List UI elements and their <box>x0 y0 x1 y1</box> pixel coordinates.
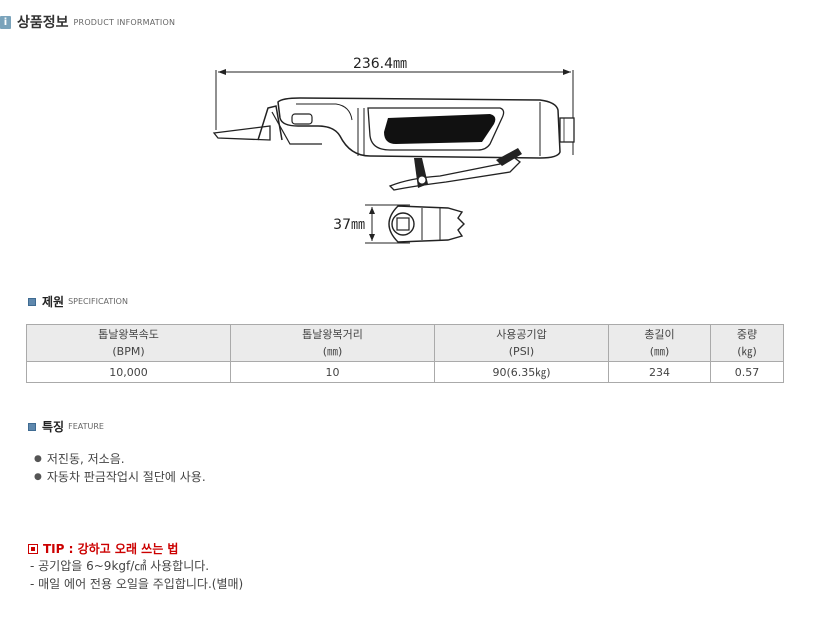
spec-header-cell: 톱날왕복속도 (BPM) <box>26 324 231 362</box>
column-unit: (㎜) <box>322 345 343 358</box>
column-name: 톱날왕복속도 <box>98 328 159 341</box>
spec-header-cell: 총길이 (㎜) <box>608 324 711 362</box>
feature-text: 저진동, 저소음. <box>46 452 125 466</box>
height-label: 37㎜ <box>333 217 365 233</box>
page-subtitle: PRODUCT INFORMATION <box>73 17 176 27</box>
tip-square-icon <box>28 543 38 554</box>
section-header-spec: 제원 SPECIFICATION <box>28 293 128 310</box>
bullet-square-icon <box>28 297 36 306</box>
spec-value-cell: 0.57 <box>710 361 784 383</box>
product-drawing: 236.4㎜ 37㎜ <box>212 56 575 244</box>
rubber-grip <box>384 114 496 144</box>
info-icon: i <box>0 15 11 29</box>
spec-title: 제원 <box>42 295 65 309</box>
spec-value-cell: 234 <box>608 361 711 383</box>
list-item: ● 자동차 판금작업시 절단에 사용. <box>34 468 206 486</box>
spec-table: 톱날왕복속도 (BPM) 톱날왕복거리 (㎜) 사용공기압 (PSI) 총길이 … <box>26 324 784 383</box>
spec-header-cell: 중량 (㎏) <box>710 324 784 362</box>
spec-header-row: 톱날왕복속도 (BPM) 톱날왕복거리 (㎜) 사용공기압 (PSI) 총길이 … <box>26 324 784 362</box>
tip-title: TIP : 강하고 오래 쓰는 법 <box>43 542 179 556</box>
spec-header-cell: 톱날왕복거리 (㎜) <box>230 324 435 362</box>
section-header-product-info: i 상품정보 PRODUCT INFORMATION <box>0 12 175 32</box>
tip-line: - 공기압을 6~9kgf/㎠ 사용합니다. <box>30 559 210 573</box>
spec-value-cell: 10 <box>230 361 435 383</box>
column-name: 톱날왕복거리 <box>302 328 363 341</box>
column-unit: (㎏) <box>737 345 757 358</box>
column-unit: (BPM) <box>112 345 145 358</box>
feature-title: 특징 <box>42 420 65 434</box>
bullet-square-icon <box>28 422 36 431</box>
spec-value-row: 10,000 10 90(6.35㎏) 234 0.57 <box>26 361 784 383</box>
column-name: 사용공기압 <box>496 328 547 341</box>
spec-header-cell: 사용공기압 (PSI) <box>434 324 609 362</box>
column-unit: (㎜) <box>649 345 670 358</box>
tip-line: - 매일 에어 전용 오일을 주입합니다.(별매) <box>30 577 244 591</box>
spec-subtitle: SPECIFICATION <box>68 297 128 306</box>
spec-value-cell: 10,000 <box>26 361 231 383</box>
list-item: ● 저진동, 저소음. <box>34 450 206 468</box>
page-title: 상품정보 <box>17 15 69 31</box>
feature-subtitle: FEATURE <box>68 422 104 431</box>
length-label: 236.4㎜ <box>353 56 407 72</box>
column-name: 총길이 <box>644 328 675 341</box>
tip-list: - 공기압을 6~9kgf/㎠ 사용합니다. - 매일 에어 전용 오일을 주입… <box>30 557 243 593</box>
column-unit: (PSI) <box>508 345 535 358</box>
column-name: 중량 <box>736 328 758 341</box>
saw-blade <box>212 125 271 141</box>
feature-text: 자동차 판금작업시 절단에 사용. <box>46 470 206 484</box>
tip-header: TIP : 강하고 오래 쓰는 법 <box>28 540 178 557</box>
bullet-dot-icon: ● <box>34 472 42 482</box>
air-inlet <box>559 117 575 143</box>
section-header-feature: 특징 FEATURE <box>28 418 104 435</box>
spec-value-cell: 90(6.35㎏) <box>434 361 609 383</box>
bullet-dot-icon: ● <box>34 454 42 464</box>
feature-list: ● 저진동, 저소음. ● 자동차 판금작업시 절단에 사용. <box>34 450 206 486</box>
